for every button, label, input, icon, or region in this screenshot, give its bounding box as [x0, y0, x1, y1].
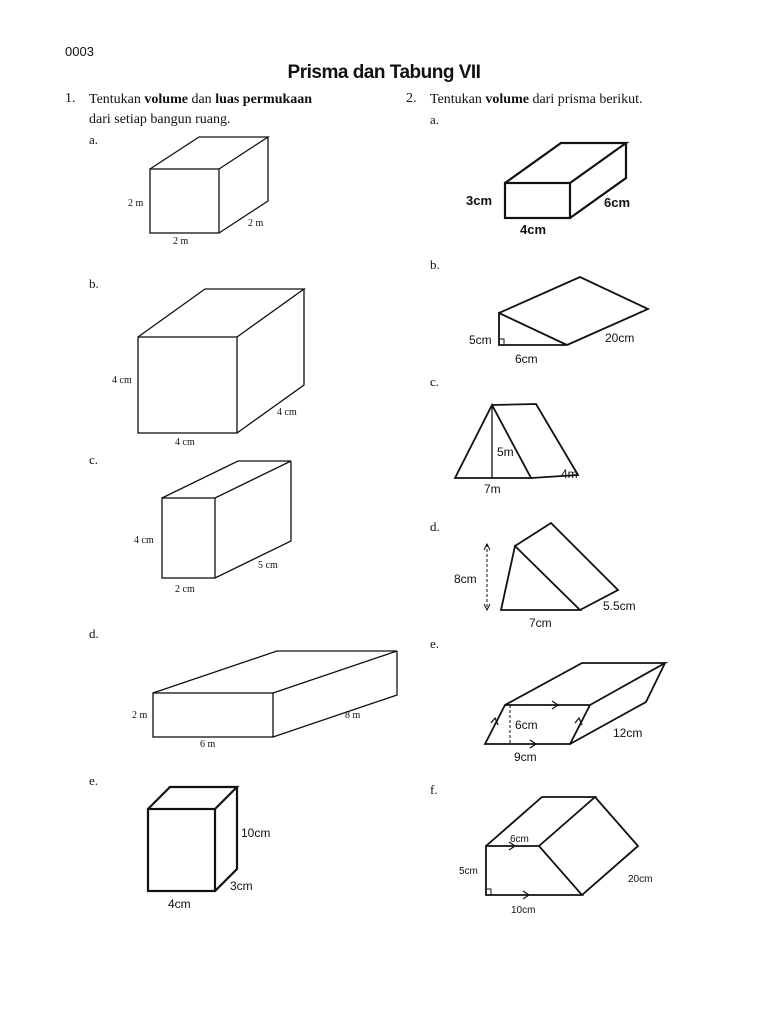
- q1-e-depth-label: 3cm: [230, 879, 253, 893]
- q2-c-height-label: 5m: [497, 445, 514, 459]
- q2-f-bottom-label: 10cm: [511, 905, 535, 916]
- q1-line-2: dari setiap bangun ruang.: [89, 112, 231, 127]
- q1-c-height-label: 4 cm: [134, 535, 154, 546]
- q2-d-triangular-prism-figure: [483, 521, 620, 612]
- q2-item-d-letter: d.: [430, 519, 440, 534]
- q2-e-base-label: 9cm: [514, 750, 537, 764]
- q1-b-height-label: 4 cm: [112, 375, 132, 386]
- q1-text-1: Tentukan: [89, 92, 141, 107]
- q2-number: 2.: [406, 91, 417, 106]
- page-title: Prisma dan Tabung VII: [287, 62, 481, 83]
- q2-b-wedge-figure: [498, 276, 651, 346]
- q1-a-cube-figure: [149, 136, 271, 234]
- q1-bold-2: luas permukaan: [215, 92, 313, 107]
- q2-text-1: Tentukan: [430, 92, 482, 107]
- q1-e-height-label: 10cm: [241, 826, 270, 840]
- q2-e-height-label: 6cm: [515, 718, 538, 732]
- q1-b-width-label: 4 cm: [175, 437, 195, 448]
- q2-a-width-label: 4cm: [520, 222, 546, 237]
- q2-c-length-label: 4m: [561, 467, 578, 481]
- q2-f-trapezoid-prism-figure: [485, 796, 640, 900]
- q1-item-e-letter: e.: [89, 773, 99, 788]
- q1-item-b-letter: b.: [89, 276, 99, 291]
- q2-f-top-label: 6cm: [510, 834, 529, 845]
- q1-d-width-label: 6 m: [200, 739, 216, 750]
- q2-text-2: dari prisma berikut.: [532, 92, 643, 107]
- q2-item-c-letter: c.: [430, 374, 440, 389]
- q1-c-width-label: 2 cm: [175, 584, 195, 595]
- q1-text: Tentukan volume dan luas permukaan dari …: [89, 90, 312, 130]
- q2-d-length-label: 5.5cm: [603, 599, 636, 613]
- q2-bold-1: volume: [485, 92, 529, 107]
- q2-a-depth-label: 6cm: [604, 195, 630, 210]
- q2-d-height-label: 8cm: [454, 572, 477, 586]
- q2-text: Tentukan volume dari prisma berikut.: [430, 90, 643, 110]
- q2-item-b-letter: b.: [430, 257, 440, 272]
- q2-c-triangular-prism-figure: [453, 403, 580, 479]
- q2-b-height-label: 5cm: [469, 333, 492, 347]
- q1-item-c-letter: c.: [89, 452, 99, 467]
- q1-d-depth-label: 8 m: [345, 710, 361, 721]
- q2-d-base-label: 7cm: [529, 616, 552, 630]
- q1-text-2: dan: [191, 92, 212, 107]
- q2-e-length-label: 12cm: [613, 726, 642, 740]
- q1-bold-1: volume: [144, 92, 188, 107]
- q2-b-length-label: 20cm: [605, 331, 634, 345]
- q1-e-cuboid-figure: [146, 785, 240, 893]
- q1-number: 1.: [65, 91, 76, 106]
- q2-c-base-label: 7m: [484, 482, 501, 496]
- q1-a-width-label: 2 m: [173, 236, 189, 247]
- q2-item-f-letter: f.: [430, 782, 438, 797]
- q1-e-width-label: 4cm: [168, 897, 191, 911]
- q2-f-length-label: 20cm: [628, 874, 652, 885]
- q1-c-cuboid-figure: [161, 460, 292, 579]
- q1-a-depth-label: 2 m: [248, 218, 264, 229]
- q2-item-e-letter: e.: [430, 636, 440, 651]
- q1-b-depth-label: 4 cm: [277, 407, 297, 418]
- q2-e-parallelogram-prism-figure: [483, 662, 669, 749]
- q1-d-cuboid-figure: [152, 650, 398, 738]
- q2-a-cuboid-figure: [503, 141, 630, 220]
- q1-c-depth-label: 5 cm: [258, 560, 278, 571]
- q1-item-d-letter: d.: [89, 626, 99, 641]
- q2-item-a-letter: a.: [430, 112, 440, 127]
- q2-f-height-label: 5cm: [459, 866, 478, 877]
- q1-item-a-letter: a.: [89, 132, 99, 147]
- q2-b-base-label: 6cm: [515, 352, 538, 366]
- q1-b-cube-figure: [137, 288, 307, 434]
- q1-d-height-label: 2 m: [132, 710, 148, 721]
- q1-a-height-label: 2 m: [128, 198, 144, 209]
- worksheet-code: 0003: [65, 44, 94, 59]
- q2-a-height-label: 3cm: [466, 193, 492, 208]
